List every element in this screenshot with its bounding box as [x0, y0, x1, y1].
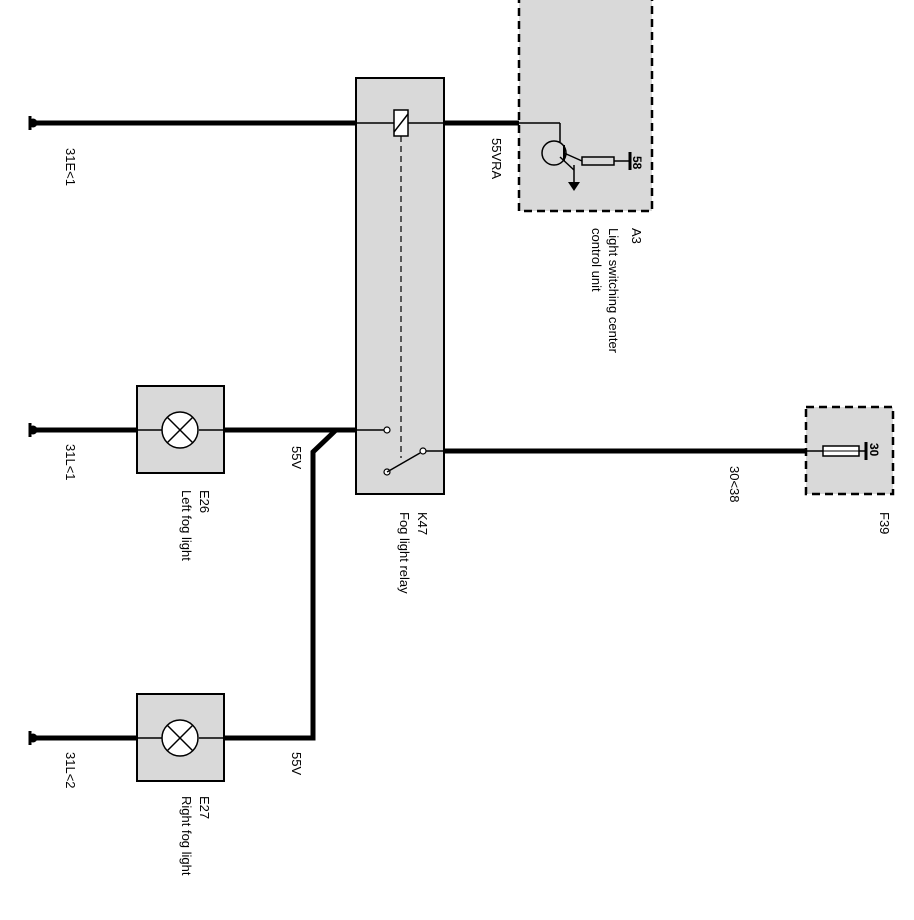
component-k47 [355, 77, 445, 495]
k47-box [355, 77, 445, 495]
e26-labels: E26 Left fog light [179, 490, 212, 561]
f39-id: F39 [877, 512, 892, 534]
wire-55v-e27 [224, 428, 338, 741]
a3-labels: A3 Light switching center control unit [589, 228, 644, 354]
relay-switch-blade [386, 452, 421, 473]
e27-id: E27 [197, 796, 212, 819]
a3-name-line2: control unit [589, 228, 604, 292]
e26-name: Left fog light [179, 490, 194, 561]
f39-pin-label: 30 [867, 443, 881, 457]
e26-id: E26 [197, 490, 212, 513]
a3-box [517, 0, 654, 213]
k47-id: K47 [415, 512, 430, 535]
component-e27 [136, 693, 225, 782]
wire-label-31e-1: 31E<1 [63, 148, 78, 186]
transistor-symbol [541, 140, 567, 166]
wires [36, 120, 806, 741]
component-a3: 58 [517, 0, 654, 213]
wire-label-55vra: 55VRA [489, 138, 504, 180]
component-e26 [136, 385, 225, 474]
wire-label-31l-1: 31L<1 [63, 444, 78, 481]
wire-label-55v-1: 55V [289, 446, 304, 469]
ground-terminals [28, 116, 38, 745]
a3-id: A3 [629, 228, 644, 244]
wire-label-55v-2: 55V [289, 752, 304, 775]
k47-name: Fog light relay [397, 512, 412, 594]
component-f39: 30 [804, 405, 895, 496]
wire-label-31l-2: 31L<2 [63, 752, 78, 789]
ground-arrow-icon [568, 182, 580, 191]
k47-labels: K47 Fog light relay [397, 512, 430, 594]
a3-pin-label: 58 [630, 156, 644, 170]
e27-name: Right fog light [179, 796, 194, 876]
a3-name-line1: Light switching center [606, 228, 621, 354]
wire-label-30-38: 30<38 [727, 466, 742, 503]
e27-labels: E27 Right fog light [179, 796, 212, 876]
